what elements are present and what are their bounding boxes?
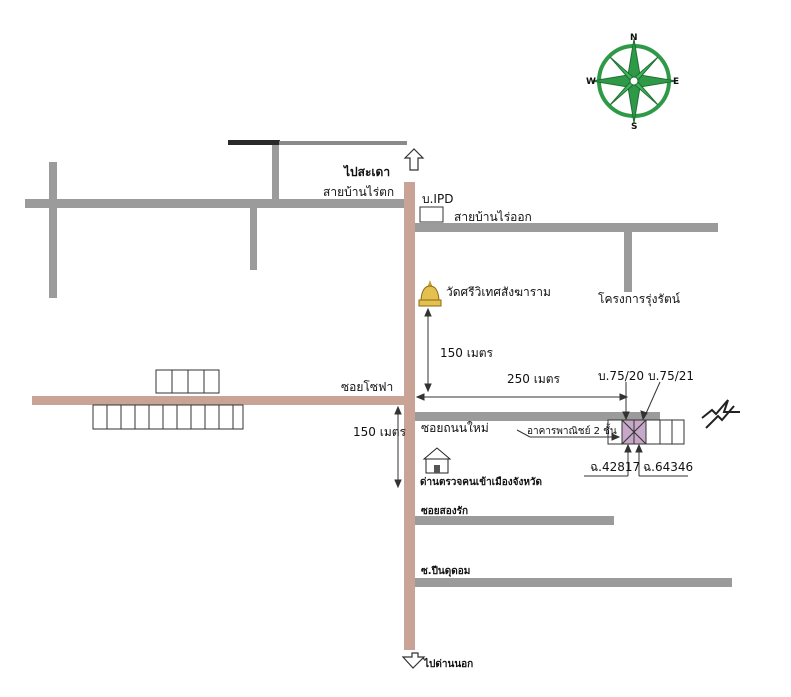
dimension-lines [394,307,629,489]
row-house-unit [162,404,178,430]
row-house-unit [187,369,205,394]
temple-dome [420,285,440,301]
shophouse-unit [659,419,673,445]
row-house-unit [190,404,206,430]
road-short-vertical [250,204,257,270]
target-shophouses [607,419,685,445]
dim-arrow [424,307,432,317]
shophouse-target-2 [633,419,647,445]
temple-base [418,299,442,307]
label-immigration: ด่านตรวจคนเข้าเมืองจังหวัด [420,476,542,488]
row-house-unit [106,404,122,430]
compass-rose-icon: N E S W [586,33,679,132]
label-house-7521: บ.75/21 [648,369,694,383]
road-top-gray [279,141,407,145]
row-houses-top [155,369,220,394]
label-road-rai-ok: สายบ้านไร่ออก [454,210,532,224]
road-bottom-soi [414,578,732,587]
label-project: โครงการรุ่งรัตน์ [598,292,680,307]
label-ipd: บ.IPD [422,192,453,206]
dim-arrow [394,405,402,415]
pointer-arrow [635,443,643,453]
dim-arrow [424,383,432,393]
temple-icon [418,280,442,307]
arrow-up-icon [403,148,425,171]
road-continues-icon [701,399,740,419]
road-song-rak [414,516,614,525]
label-house-7520: บ.75/20 [598,369,644,383]
label-soi-bottom: ซ.ปีนดุดอม [421,565,470,577]
pointer-arrow [640,410,648,421]
pointer-7521 [643,381,661,419]
row-house-unit [134,404,150,430]
row-house-unit [203,369,220,394]
label-soi-song-rak: ซอยสองรัก [421,505,468,517]
row-house-unit [232,404,244,430]
row-house-unit [204,404,220,430]
road-project-vertical [624,231,632,292]
row-house-unit [92,404,108,430]
road-new-soi [414,412,660,421]
shophouse-unit [645,419,661,445]
road-north-stub [272,143,279,200]
compass-center [629,76,639,86]
shophouse-target-1 [621,419,635,445]
pointer-arrow [622,411,630,421]
compass-south: S [631,122,637,132]
road-continues-icon [705,405,735,429]
row-house-unit [148,404,164,430]
row-house-unit [176,404,192,430]
main-roads [32,182,415,650]
immigration-building-icon [422,447,452,474]
row-houses-bottom [92,404,244,430]
dim-arrow [394,479,402,489]
compass-east: E [673,77,679,87]
building-roof [422,447,452,460]
building-door [434,465,440,473]
arrow-down-icon [401,652,426,669]
minor-roads [25,143,732,587]
label-temple: วัดศรีวิเทศสังฆาราม [446,285,551,299]
ipd-building [419,206,444,223]
label-road-rai-tok: สายบ้านไร่ตก [323,185,394,199]
label-dist-250: 250 เมตร [507,372,561,386]
label-deed-42817: ฉ.42817 [590,460,640,474]
row-house-unit [218,404,234,430]
label-to-outer: ไปด่านนอก [423,657,473,670]
dim-arrow [619,393,629,401]
label-dist-150-top: 150 เมตร [440,346,494,360]
road-rai-ok [414,223,718,232]
road-west-vertical [49,162,57,298]
shophouse-unit [671,419,685,445]
compass-north: N [630,33,638,43]
row-house-unit [171,369,189,394]
label-deed-64346: ฉ.64346 [643,460,693,474]
label-soi-new-road: ซอยถนนใหม่ [421,421,489,435]
road-sofa [32,396,407,405]
road-top-dark [228,140,280,145]
row-house-unit [120,404,136,430]
pointer-lines [516,381,688,477]
road-main-vertical [404,182,415,650]
pointer-arrow [624,443,632,453]
label-building-note: อาคารพาณิชย์ 2 ชั้น [527,423,617,437]
dim-arrow [415,393,425,401]
road-top-west [25,199,406,208]
label-soi-sofa: ซอยโซฟา [341,380,393,394]
target-cross [621,419,647,445]
row-house-unit [155,369,173,394]
pointer-building [516,429,531,438]
label-to-sattahip: ไปสะเดา [342,164,390,179]
compass-west: W [586,77,596,87]
label-dist-150-left: 150 เมตร [353,425,407,439]
pointer-arrow [611,433,621,441]
